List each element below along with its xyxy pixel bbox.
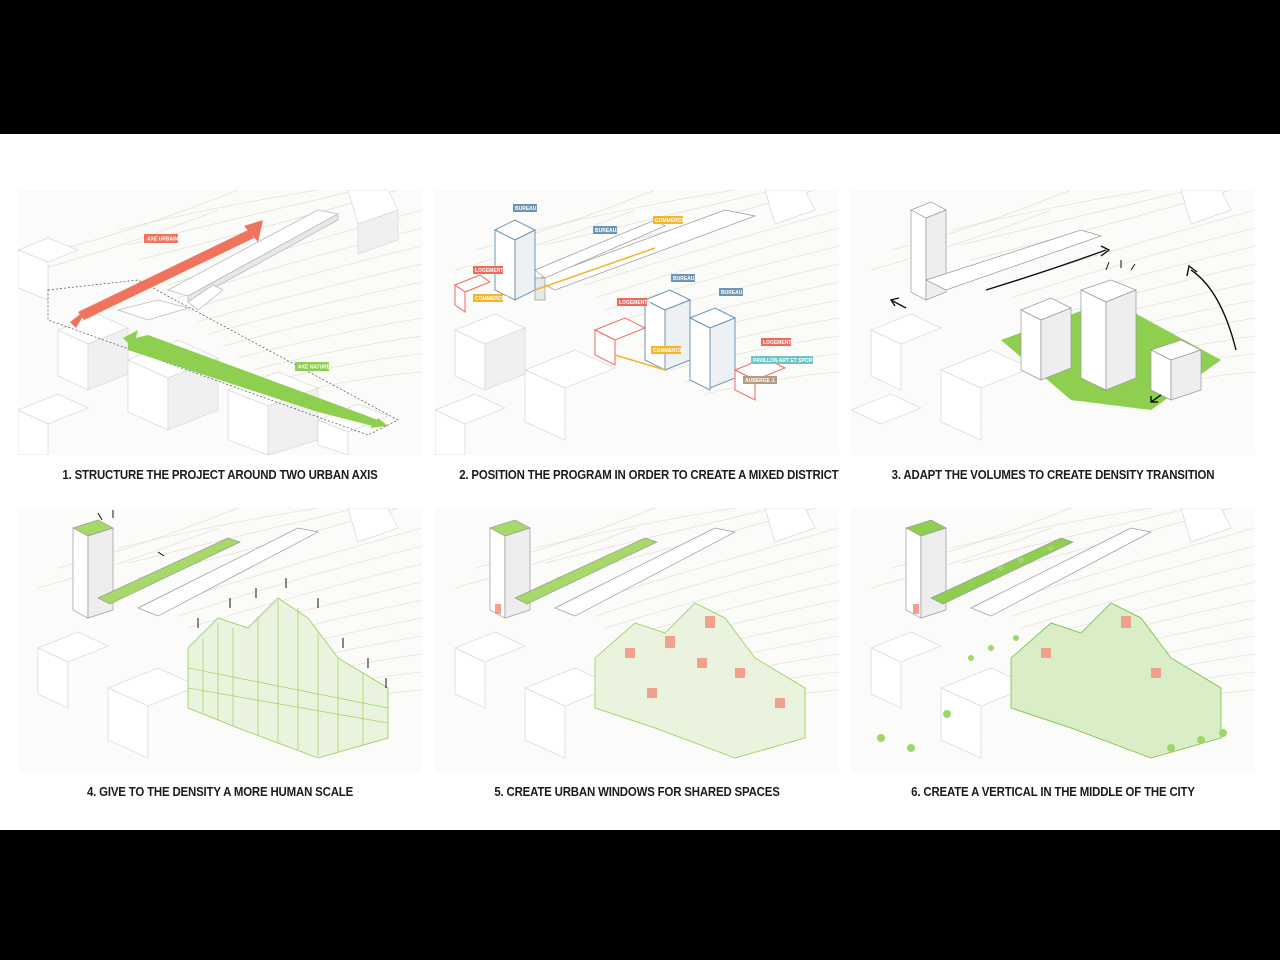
emphasis-ticks [1105, 260, 1136, 271]
green-facade-cluster [1010, 602, 1222, 759]
axe-urbain-tag [144, 234, 178, 243]
panel-2-mixed-district: BUREAUX BUREAUX COMMERCES LOGEMENTS COMM… [435, 190, 839, 455]
caption-panel-4: 4. GIVE TO THE DENSITY A MORE HUMAN SCAL… [86, 784, 354, 799]
caption-panel-6: 6. CREATE A VERTICAL IN THE MIDDLE OF TH… [911, 784, 1195, 799]
green-facade-cluster [594, 602, 806, 759]
svg-text:LOGEMENTS: LOGEMENTS [619, 300, 651, 306]
caption-panel-5: 5. CREATE URBAN WINDOWS FOR SHARED SPACE… [494, 784, 780, 799]
svg-text:COMMERCES: COMMERCES [475, 296, 509, 302]
nature-axis-arrow [123, 330, 388, 428]
caption-panel-2: 2. POSITION THE PROGRAM IN ORDER TO CREA… [459, 467, 839, 482]
svg-text:BUREAUX: BUREAUX [673, 276, 698, 282]
axe-urbain-label: AXE URBAIN [147, 237, 179, 243]
svg-text:BUREAUX: BUREAUX [721, 290, 746, 296]
urban-windows [913, 604, 1161, 678]
svg-text:COMMERCES: COMMERCES [653, 348, 687, 354]
top-letterbox-bar [0, 0, 1280, 134]
program-tags: BUREAUX BUREAUX COMMERCES LOGEMENTS COMM… [473, 204, 815, 384]
svg-text:BUREAUX: BUREAUX [595, 228, 620, 234]
panel-5-urban-windows [435, 508, 839, 773]
svg-text:AUBERGE J.: AUBERGE J. [745, 378, 776, 384]
panel-4-human-scale [18, 508, 422, 773]
urban-axis-arrow [70, 220, 263, 328]
caption-panel-3: 3. ADAPT THE VOLUMES TO CREATE DENSITY T… [891, 467, 1215, 482]
scale-arrows [97, 510, 387, 688]
svg-text:PAVILLON ART ET SPORT: PAVILLON ART ET SPORT [753, 358, 815, 364]
svg-text:COMMERCES: COMMERCES [655, 218, 689, 224]
caption-panel-1: 1. STRUCTURE THE PROJECT AROUND TWO URBA… [62, 467, 378, 482]
trees [877, 545, 1227, 752]
axe-nature-tag [295, 362, 329, 371]
panel-6-vertical-city [851, 508, 1255, 773]
svg-text:LOGEMENTS: LOGEMENTS [475, 268, 507, 274]
svg-text:BUREAUX: BUREAUX [515, 206, 540, 212]
transition-arrows [889, 245, 1237, 403]
urban-windows [495, 604, 785, 708]
axe-nature-label: AXE NATURE [298, 365, 331, 371]
green-facade-cluster [187, 597, 389, 759]
panel-3-density-transition [851, 190, 1255, 455]
bottom-letterbox-bar [0, 830, 1280, 960]
svg-text:LOGEMENTS: LOGEMENTS [763, 340, 795, 346]
panel-1-urban-axis: AXE URBAIN AXE NATURE [18, 190, 422, 455]
